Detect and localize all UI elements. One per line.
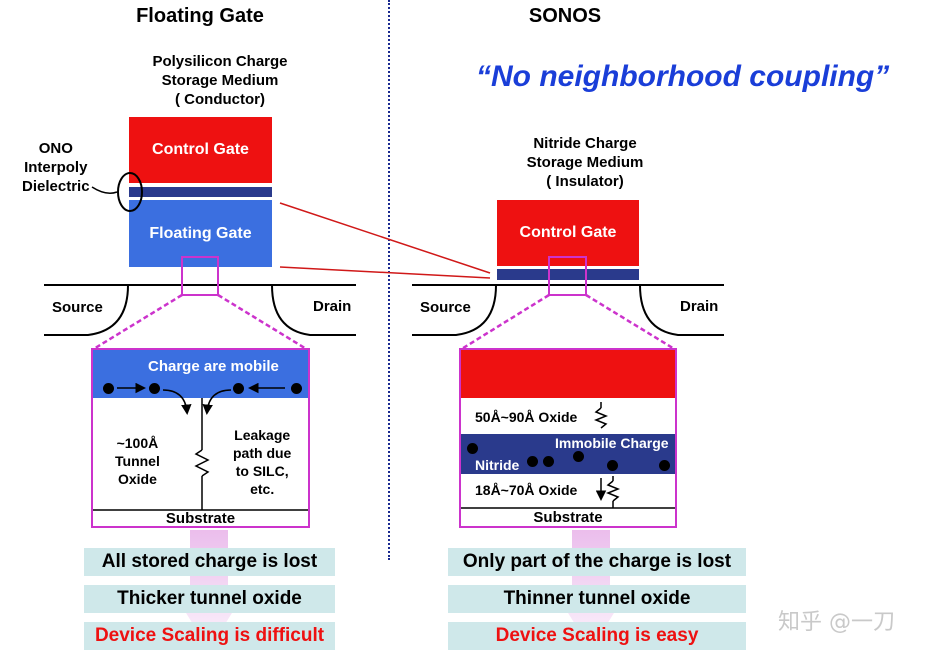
- tunnel-oxide-label: 18Å~70Å Oxide: [475, 482, 578, 498]
- mobile-charge-dot: [103, 383, 114, 394]
- left-statement-oxide: Thicker tunnel oxide: [84, 585, 335, 613]
- mobile-charge-dot: [149, 383, 160, 394]
- trapped-charge-dot: [467, 443, 478, 454]
- trapped-charge-dot: [527, 456, 538, 467]
- left-substrate-label: Substrate: [165, 510, 236, 527]
- ono-dielectric-label: ONO Interpoly Dielectric: [22, 140, 90, 195]
- center-divider: [388, 0, 390, 560]
- right-nitride-layer: [497, 269, 639, 280]
- left-interpoly-dielectric: [129, 187, 272, 197]
- right-control-gate: Control Gate: [497, 200, 639, 266]
- trapped-charge-dot: [573, 451, 584, 462]
- floating-gate-title: Floating Gate: [136, 5, 264, 27]
- tunnel-oxide-label: ~100Å Tunnel Oxide: [115, 435, 160, 487]
- nitride-band: [461, 434, 675, 474]
- left-statement-charge: All stored charge is lost: [84, 548, 335, 576]
- left-drain-label: Drain: [313, 298, 352, 315]
- nitride-storage-label: Nitride Charge Storage Medium ( Insulato…: [526, 135, 644, 190]
- mobile-charge-dot: [233, 383, 244, 394]
- leakage-path-label: Leakage path due to SILC, etc.: [233, 427, 292, 497]
- left-source-label: Source: [52, 299, 103, 316]
- nitride-label: Nitride: [475, 457, 520, 473]
- right-substrate-label: Substrate: [533, 509, 603, 526]
- sonos-title: SONOS: [528, 5, 602, 27]
- charge-arrows: [93, 382, 308, 511]
- left-detail-box: Charge are mobile ~100Å Tunnel Oxide Lea…: [91, 348, 310, 528]
- watermark: 知乎 @一刀: [778, 610, 895, 635]
- right-source-label: Source: [420, 299, 471, 316]
- charge-mobile-label: Charge are mobile: [148, 358, 279, 375]
- oxide-leakage-symbols: [461, 402, 675, 509]
- left-control-gate: Control Gate: [129, 117, 272, 183]
- control-gate-band: [461, 350, 675, 398]
- mobile-charge-dot: [291, 383, 302, 394]
- right-statement-scaling: Device Scaling is easy: [448, 622, 746, 650]
- trapped-charge-dot: [607, 460, 618, 471]
- right-statement-charge: Only part of the charge is lost: [448, 548, 746, 576]
- polysilicon-storage-label: Polysilicon Charge Storage Medium ( Cond…: [152, 53, 288, 108]
- right-detail-box: 50Å~90Å Oxide Immobile Charge Nitride 18…: [459, 348, 677, 528]
- trapped-charge-dot: [543, 456, 554, 467]
- trapped-charge-dot: [659, 460, 670, 471]
- right-statement-oxide: Thinner tunnel oxide: [448, 585, 746, 613]
- left-floating-gate: Floating Gate: [129, 200, 272, 267]
- right-drain-label: Drain: [680, 298, 719, 315]
- top-oxide-label: 50Å~90Å Oxide: [475, 409, 578, 425]
- quote-no-coupling: “No neighborhood coupling”: [476, 60, 890, 93]
- floating-gate-band: [93, 350, 308, 398]
- left-statement-scaling: Device Scaling is difficult: [84, 622, 335, 650]
- immobile-charge-label: Immobile Charge: [555, 435, 669, 451]
